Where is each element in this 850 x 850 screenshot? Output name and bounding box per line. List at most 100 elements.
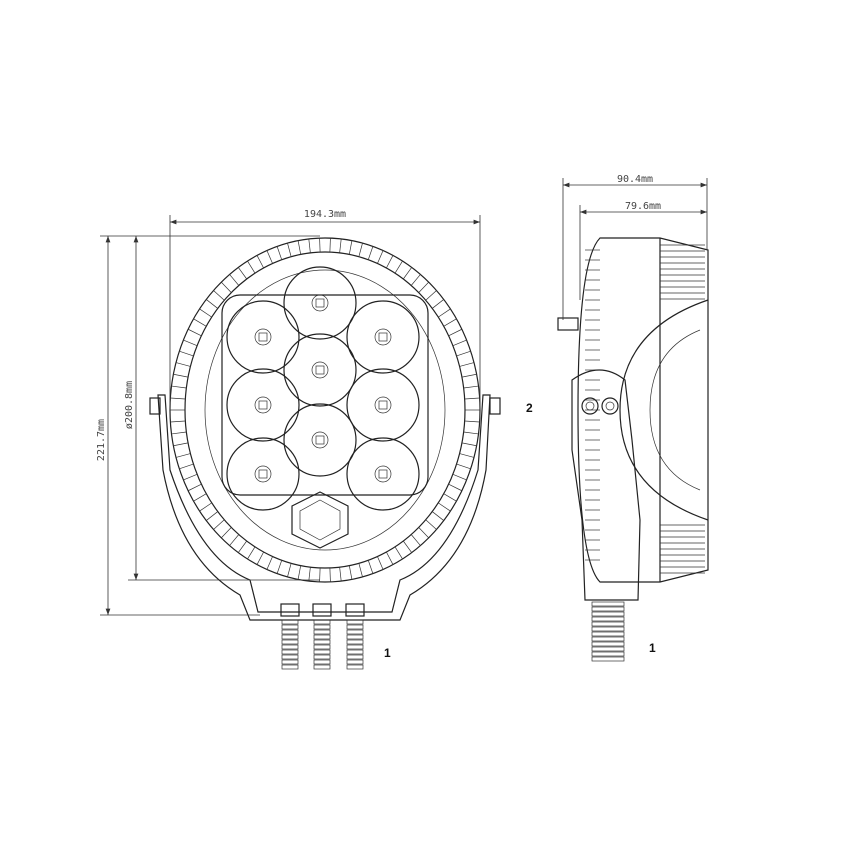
hexagon-logo-plate [291,491,349,549]
housing-fin [461,442,477,447]
led-lens [283,266,357,340]
housing-fin [221,281,232,293]
led-lens [283,403,357,477]
led-lens-center [254,328,272,346]
housing-fin [438,308,451,318]
led-chip [315,298,325,308]
connector-thread [281,634,299,640]
connector-thread [281,664,299,670]
housing-fin [266,250,273,264]
housing-fin [171,385,187,389]
housing-fin [175,362,191,367]
housing-fin [448,483,463,492]
housing-fin [461,373,477,378]
side-reflector-curve [619,299,709,521]
connector-thread [313,664,331,670]
housing-fin [358,563,363,577]
connector-thread [591,626,625,632]
led-lens-center [311,294,329,312]
housing-fin [287,563,292,577]
connector-thread [313,634,331,640]
housing-fin [187,483,202,492]
housing-fin [187,328,202,337]
connector-thread [591,611,625,617]
housing-fin [438,502,451,512]
housing-fin [276,246,283,260]
connector-thread [346,644,364,650]
housing-fin [386,255,394,269]
connector-thread [313,659,331,665]
side-bracket [571,369,641,601]
housing-fin [319,567,321,582]
housing-fin [229,274,240,286]
width-label: 194.3mm [304,209,346,220]
mount-bolt-2-inner [605,401,615,411]
housing-fin [183,339,198,347]
housing-fin [339,567,342,582]
housing-fin [238,267,247,280]
connector-thread [346,649,364,655]
housing-fin [193,318,207,327]
led-chip [378,469,388,479]
side-stub [557,317,579,331]
connector-thread [313,624,331,630]
housing-fin [432,299,444,309]
connector-thread [591,621,625,627]
diameter-label: ø200.8mm [124,381,135,429]
housing-fin [238,540,247,553]
connector-thread [591,601,625,607]
connector-thread [591,636,625,642]
housing-fin [358,243,363,257]
housing-fin [448,328,463,337]
connector-thread [281,639,299,645]
depth-total-label: 90.4mm [617,174,653,185]
connector-thread [313,644,331,650]
led-lens-center [374,465,392,483]
connector-nut [345,603,365,617]
connector-thread [346,634,364,640]
housing-fin [443,493,457,502]
housing-fin [377,250,384,264]
outer-housing [169,237,481,583]
connector-thread [281,624,299,630]
housing-fin [425,519,437,530]
housing-fin [213,290,225,301]
led-chip [378,332,388,342]
housing-fin [173,442,189,447]
depth-body-label: 79.6mm [625,201,661,212]
housing-fin [329,238,331,253]
led-lens [346,437,420,511]
led-lens [283,333,357,407]
housing-fin [199,502,212,512]
connector-thread [346,664,364,670]
housing-fin [394,260,403,274]
led-lens [226,368,300,442]
housing-fin [456,350,471,357]
housing-fin [247,546,256,560]
connector-thread [591,631,625,637]
led-chip [258,400,268,410]
housing-fin [410,534,421,546]
led-chip [258,469,268,479]
housing-fin [193,493,207,502]
housing-fin [221,527,232,539]
side-body [577,237,709,583]
connector-thread [346,619,364,625]
housing-fin [175,453,191,458]
right-bracket-bolt [489,397,501,415]
housing-fin [394,546,403,560]
side-fins [585,244,705,574]
housing-fin [256,551,264,565]
connector-thread [346,659,364,665]
led-lenses [226,266,420,511]
callout-side-mount: 2 [526,401,533,415]
mount-bolt-1 [581,397,599,415]
led-lens [346,300,420,374]
connector-thread [281,619,299,625]
housing-fin [403,540,412,553]
side-connector [591,601,625,662]
housing-fins [170,238,480,582]
connector-thread [346,629,364,635]
connector-thread [591,606,625,612]
